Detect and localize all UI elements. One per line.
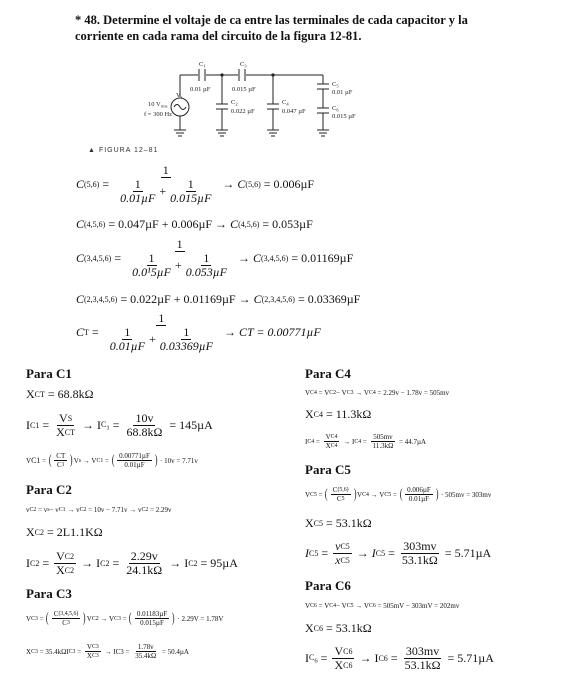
svg-text:10 Vrms: 10 Vrms	[148, 101, 168, 109]
problem-line-1: * 48. Determine el voltaje de ca entre l…	[75, 13, 468, 27]
heading-c6: Para C6	[305, 578, 351, 593]
svg-text:0.01 µF: 0.01 µF	[190, 86, 211, 93]
heading-c1: Para C1	[26, 366, 72, 381]
heading-c5: Para C5	[305, 462, 351, 477]
node-dot-2	[271, 73, 275, 77]
svg-text:0.047 µF: 0.047 µF	[282, 108, 306, 115]
problem-statement: * 48. Determine el voltaje de ca entre l…	[75, 12, 468, 44]
problem-line-2: corriente en cada rama del circuito de l…	[75, 29, 362, 43]
svg-text:C1: C1	[199, 61, 206, 69]
caption-triangle-icon: ▲	[88, 147, 96, 154]
equation-c456: C(4,5,6) = 0.047µF + 0.006µF → C(4,5,6) …	[76, 217, 313, 231]
heading-c2: Para C2	[26, 482, 72, 497]
svg-text:C2: C2	[231, 99, 238, 107]
svg-text:0.01 µF: 0.01 µF	[332, 89, 353, 96]
heading-c3: Para C3	[26, 586, 72, 601]
circuit-diagram: Vs 10 Vrms f = 300 Hz C1 0.01 µF C3 0.01…	[144, 61, 356, 137]
node-dot-1	[220, 73, 224, 77]
svg-text:Vs: Vs	[176, 92, 183, 100]
svg-text:C5: C5	[332, 81, 339, 89]
ground-symbol-1	[174, 129, 186, 137]
svg-text:C6: C6	[332, 105, 339, 113]
svg-text:f = 300 Hz: f = 300 Hz	[144, 111, 172, 118]
svg-text:0.022 µF: 0.022 µF	[231, 108, 255, 115]
svg-text:0.015 µF: 0.015 µF	[332, 113, 356, 120]
svg-text:C4: C4	[282, 99, 289, 107]
ground-symbol-2	[216, 129, 228, 137]
ground-symbol-3	[267, 129, 279, 137]
equation-c23456: C(2,3,4,5,6) = 0.022µF + 0.01169µF → C(2…	[76, 292, 361, 306]
figure-caption: ▲FIGURA 12–81	[88, 147, 159, 154]
ground-symbol-4	[317, 129, 329, 137]
svg-text:0.015 µF: 0.015 µF	[232, 86, 256, 93]
heading-c4: Para C4	[305, 366, 351, 381]
svg-text:C3: C3	[240, 61, 247, 69]
